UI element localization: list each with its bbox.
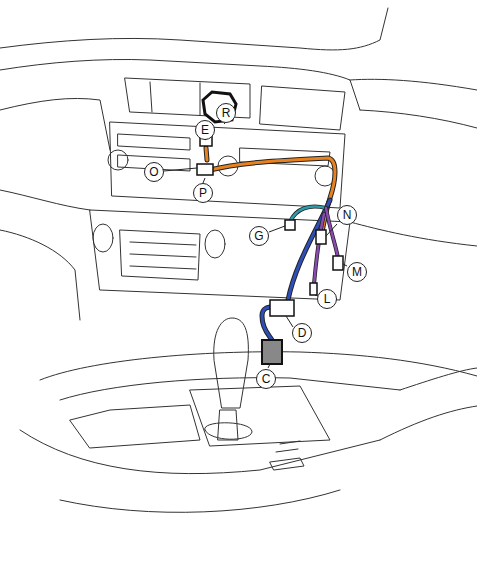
- callout-letter: L: [317, 289, 337, 309]
- callout-letter: D: [292, 323, 312, 343]
- callout-letter: R: [216, 103, 236, 123]
- callout-letter: C: [256, 369, 276, 389]
- callout-letter: N: [337, 205, 357, 225]
- callout-letter: E: [195, 120, 215, 140]
- callout-letter: G: [249, 226, 269, 246]
- callout-letter: P: [193, 183, 213, 203]
- callout-letter: O: [144, 162, 164, 182]
- callout-letter: M: [347, 262, 367, 282]
